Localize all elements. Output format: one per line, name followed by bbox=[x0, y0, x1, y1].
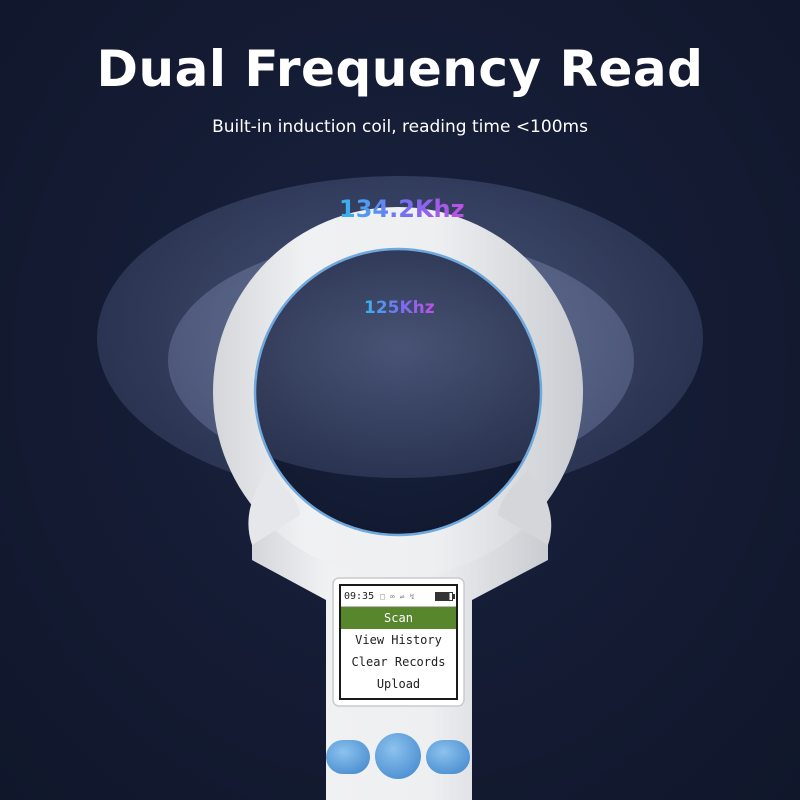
menu-item-upload[interactable]: Upload bbox=[376, 677, 421, 691]
charging-icon: ↯ bbox=[409, 591, 415, 601]
center-button bbox=[375, 733, 421, 779]
menu-item-scan[interactable]: Scan bbox=[341, 607, 456, 629]
headline-title: Dual Frequency Read bbox=[96, 40, 704, 98]
headline-subtitle: Built-in induction coil, reading time <1… bbox=[212, 117, 588, 137]
battery-icon bbox=[435, 591, 455, 601]
link-icon: ∞ bbox=[389, 591, 395, 601]
frequency-label-125khz: 125Khz bbox=[364, 298, 435, 318]
menu-item-view-history[interactable]: View History bbox=[355, 633, 442, 647]
right-button bbox=[426, 740, 470, 774]
left-button bbox=[326, 740, 370, 774]
status-bar: 09:35 □ ∞ ⇌ ↯ bbox=[341, 586, 456, 607]
status-time: 09:35 bbox=[344, 590, 375, 602]
usb-icon: ⇌ bbox=[399, 591, 405, 601]
computer-icon: □ bbox=[380, 591, 385, 601]
menu-item-clear-records[interactable]: Clear Records bbox=[351, 655, 446, 669]
frequency-label-134khz: 134.2Khz bbox=[339, 195, 465, 223]
ring-rim bbox=[253, 247, 543, 537]
device-screen: 09:35 □ ∞ ⇌ ↯ Scan View History Clear Re… bbox=[339, 584, 458, 700]
